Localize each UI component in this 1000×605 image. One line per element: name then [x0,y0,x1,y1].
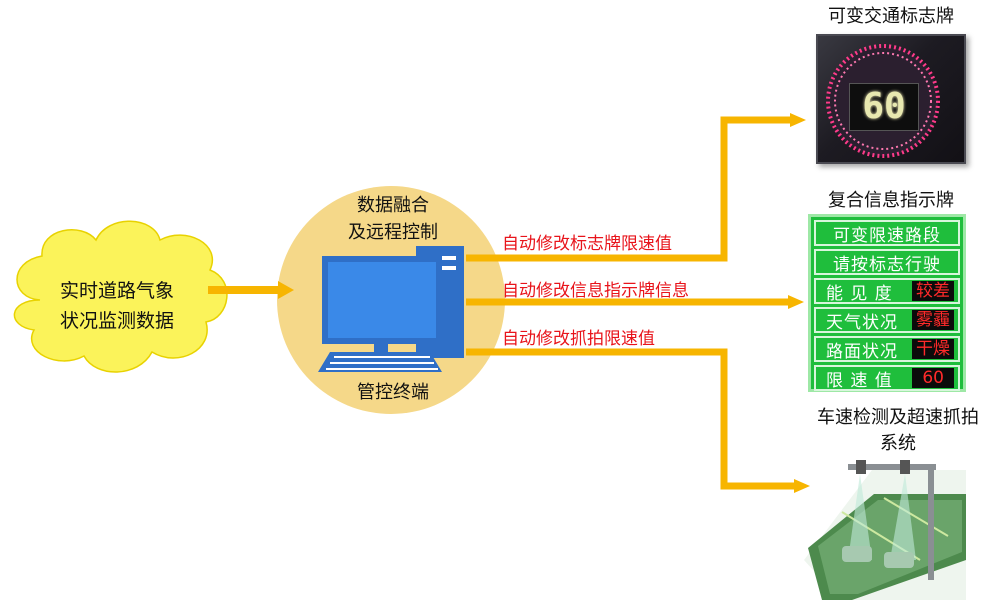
info-board-row-text: 请按标志行驶 [833,254,941,275]
info-board-row: 限 速 值 60 [814,365,960,391]
source-label-line2: 状况监测数据 [59,310,174,332]
source-label-line1: 实时道路气象 [59,280,174,302]
info-board-row-label: 路面状况 [826,341,898,362]
info-board-row-value: 雾霾 [912,310,954,330]
camera-system-title-line1: 车速检测及超速抓拍 [817,407,979,428]
info-board-row: 天气状况 雾霾 [814,307,960,333]
info-board: 可变限速路段 请按标志行驶 能 见 度 较差 天气状况 雾霾 路面状况 干燥 限… [808,214,966,392]
arrow-to-camera-system [466,348,810,493]
hub-caption: 管控终端 [357,382,429,403]
info-board-row-label: 限 速 值 [826,370,893,391]
info-board-row-label: 能 见 度 [826,283,893,304]
info-board-row-value: 干燥 [912,339,954,359]
camera-gantry-picture [804,460,966,600]
info-board-row: 请按标志行驶 [814,249,960,275]
info-board-row-value: 较差 [912,281,954,301]
info-board-row-text: 可变限速路段 [833,225,941,246]
cloud-shape [13,220,228,373]
info-board-row: 路面状况 干燥 [814,336,960,362]
action-label-speed-sign: 自动修改标志牌限速值 [502,234,672,254]
info-board-title: 复合信息指示牌 [828,190,954,211]
arrow-to-speed-sign [466,113,806,262]
info-board-row: 可变限速路段 [814,220,960,246]
hub-title-line1: 数据融合 [357,195,429,216]
info-board-row: 能 见 度 较差 [814,278,960,304]
info-board-row-label: 天气状况 [826,312,898,333]
info-board-row-value: 60 [912,368,954,388]
arrow-to-info-board [466,295,804,309]
action-label-camera: 自动修改抓拍限速值 [502,329,655,349]
action-label-info-board: 自动修改信息指示牌信息 [502,281,689,301]
computer-icon [318,246,464,372]
camera-system-title: 车速检测及超速抓拍 系统 [800,405,996,457]
source-cloud-label: 实时道路气象 状况监测数据 [32,276,202,336]
camera-system-title-line2: 系统 [880,433,916,454]
hub-title: 数据融合 及远程控制 [318,192,468,246]
hub-title-line2: 及远程控制 [348,222,438,243]
arrow-input [208,281,294,299]
speed-sign-title: 可变交通标志牌 [828,6,954,27]
speed-sign-value: 60 [849,83,919,131]
